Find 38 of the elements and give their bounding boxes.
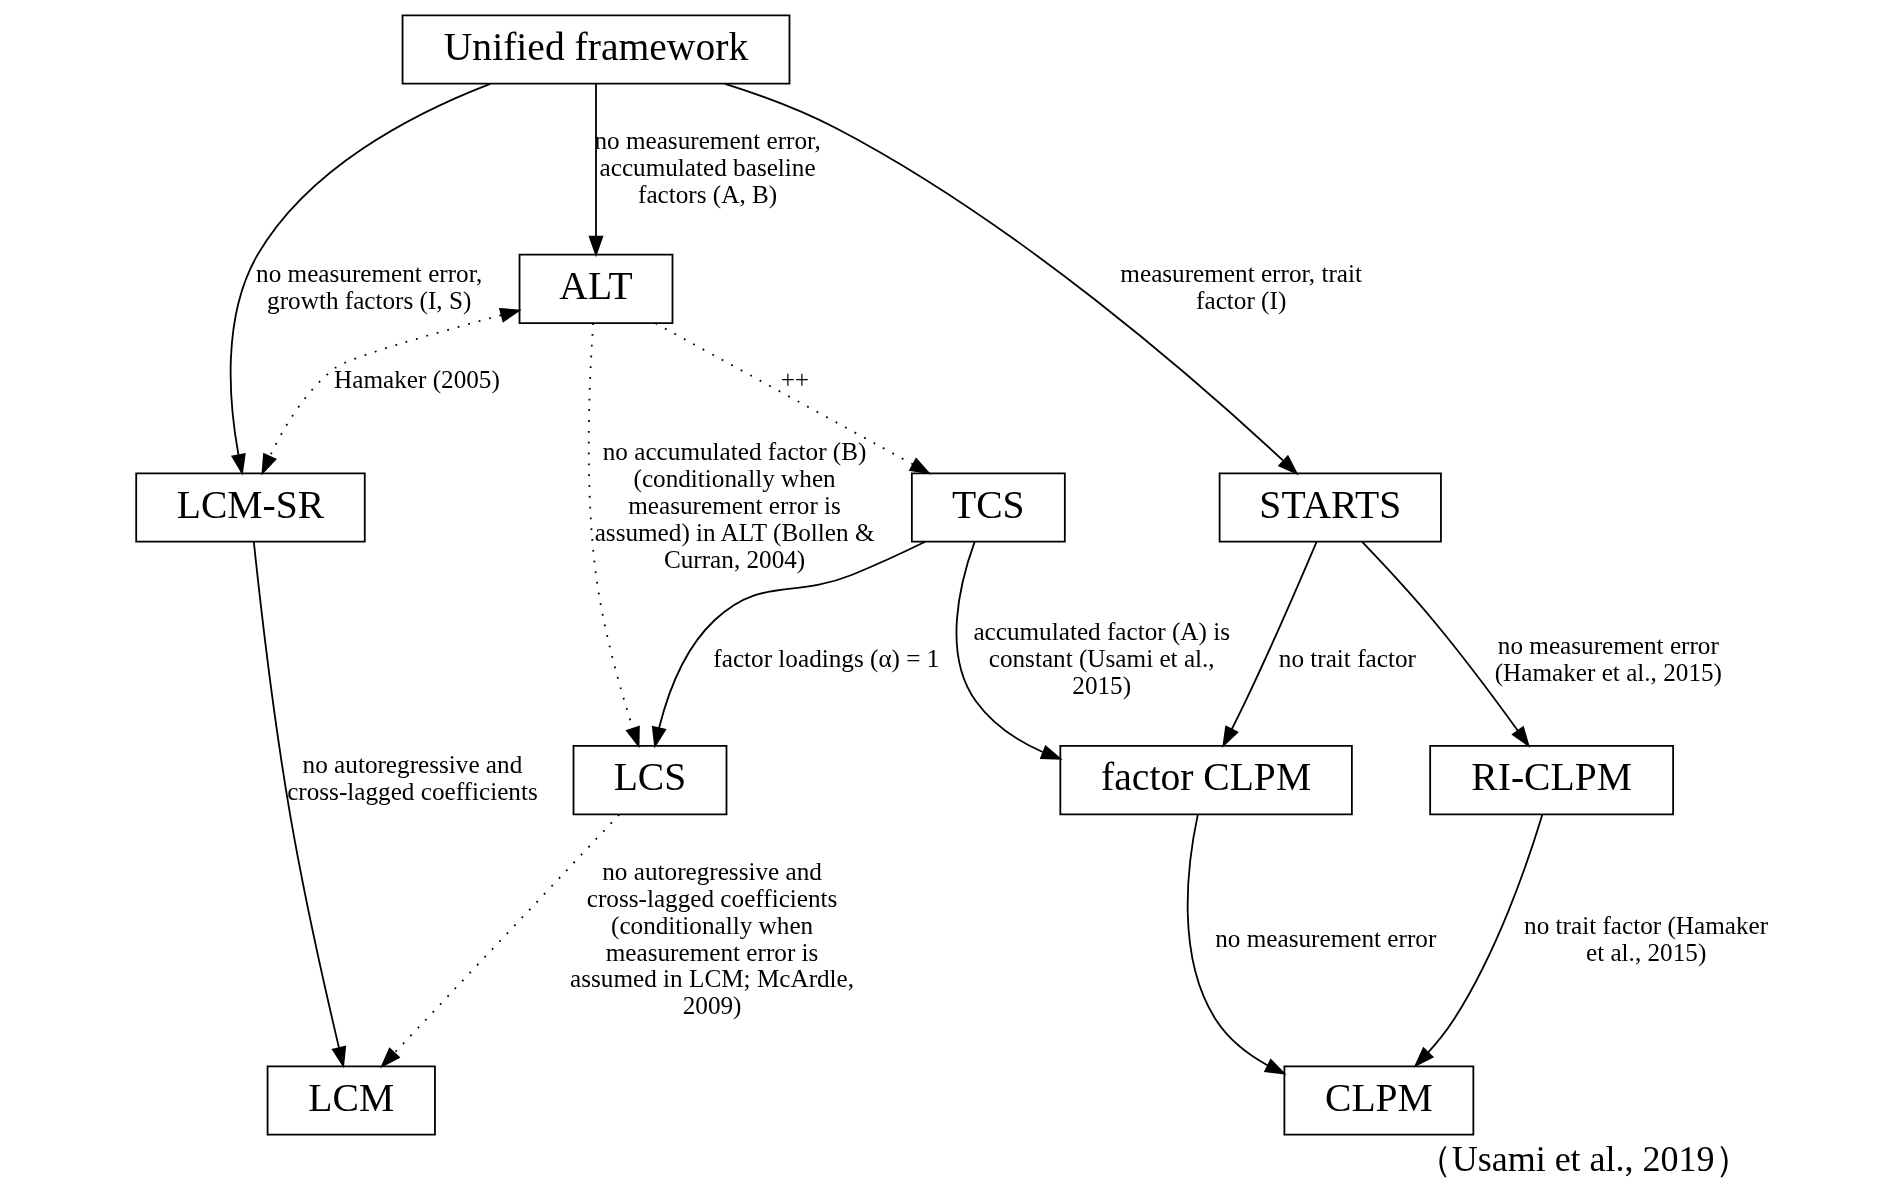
edge-label: no measurement error (1214, 925, 1436, 952)
node-box: CLPM (1283, 1065, 1474, 1136)
edge-label: no trait factor (1278, 645, 1416, 673)
node-box: STARTS (1218, 472, 1442, 543)
caption: （Usami et al., 2019） (1415, 1138, 1751, 1179)
arrow (587, 322, 640, 749)
arrow (955, 541, 1063, 760)
edge-label: measurement error, trait factor (I) (1119, 260, 1362, 315)
edge-label: no accumulated factor (B) (conditionally when measurement error is assumed) in ALT (Bollen & Curran, 2004) (594, 438, 875, 574)
node-box: ALT (518, 253, 673, 324)
node-box: RI-CLPM (1428, 745, 1674, 816)
arrow (1360, 541, 1530, 748)
edge-label: factor loadings (α) = 1 (712, 645, 939, 673)
arrow (1413, 813, 1543, 1068)
node-box: Unified framework (401, 14, 790, 85)
edge-label: no autoregressive and cross-lagged coefficients (286, 751, 538, 806)
edge-label: no trait factor (Hamaker et al., 2015) (1523, 911, 1768, 966)
arrow (1186, 813, 1287, 1075)
node-box: LCM-SR (134, 472, 366, 543)
arrow (723, 82, 1299, 476)
arrow (260, 308, 522, 476)
edge-label: ++ (780, 366, 809, 394)
node-box: TCS (910, 472, 1066, 543)
node-box: LCM (266, 1065, 436, 1136)
arrow (654, 322, 931, 475)
node-box: factor CLPM (1058, 745, 1353, 816)
arrow (587, 83, 604, 258)
edge-label: accumulated factor (A) is constant (Usami et al., 2015) (972, 618, 1230, 700)
edge-label: no autoregressive and cross-lagged coefficients (conditionally when measurement error is assumed in LCM; McArdle, 2009) (569, 857, 854, 1020)
arrow (229, 82, 491, 476)
arrow (651, 540, 926, 749)
edge-label: Hamaker (2005) (333, 366, 500, 394)
arrow (379, 813, 620, 1069)
arrow (1221, 541, 1317, 748)
arrow (252, 541, 346, 1069)
node-box: LCS (572, 745, 727, 816)
edge-label: no measurement error, growth factors (I, S) (255, 260, 482, 315)
edge-label: no measurement error (Hamaker et al., 2015) (1494, 631, 1722, 686)
